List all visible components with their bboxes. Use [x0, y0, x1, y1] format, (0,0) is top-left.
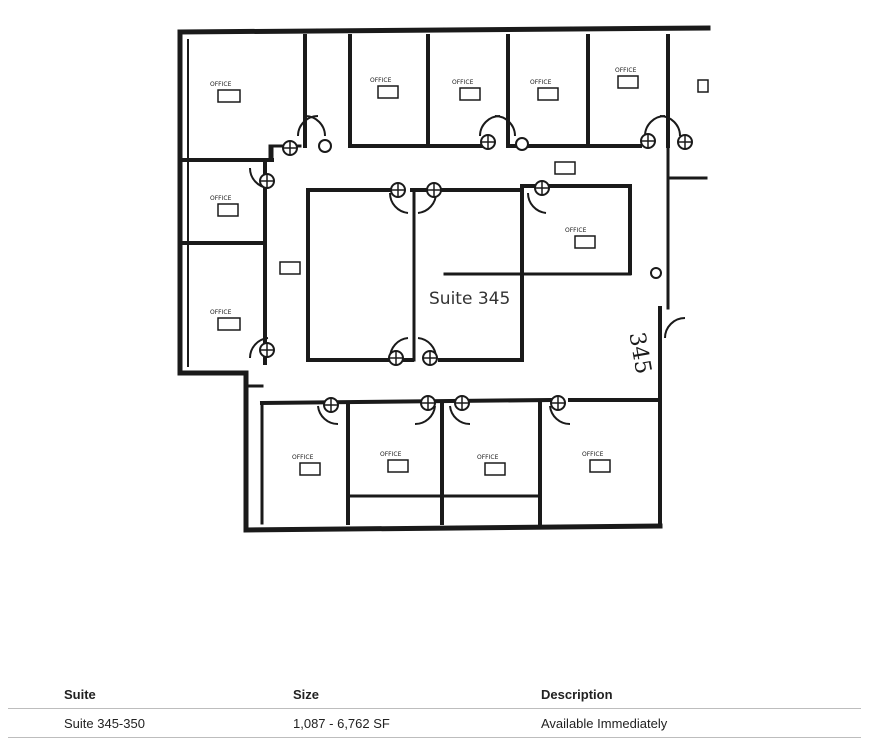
availability-table: Suite Size Description Suite 345-350 1,0… — [8, 680, 861, 738]
table-row: Suite 345-350 1,087 - 6,762 SF Available… — [8, 709, 861, 738]
outer-wall — [177, 29, 663, 533]
cell-description: Available Immediately — [541, 716, 668, 731]
room-tag: OFFICE — [477, 454, 499, 461]
suite-label: Suite 345 — [426, 288, 514, 310]
room-tag: OFFICE — [292, 454, 314, 461]
room-tag: OFFICE — [582, 451, 604, 458]
cell-size: 1,087 - 6,762 SF — [293, 716, 390, 731]
handwritten-suite-number: 345 — [623, 330, 655, 376]
room-tag: OFFICE — [370, 77, 392, 84]
header-description: Description — [541, 687, 613, 702]
floor-plan-drawing: OFFICE OFFICE OFFICE OFFICE OFFICE OFFIC… — [177, 25, 711, 533]
room-tag: OFFICE — [210, 81, 232, 88]
room-tag: OFFICE — [530, 79, 552, 86]
outer-wall — [177, 25, 711, 35]
room-tag: OFFICE — [210, 195, 232, 202]
room-tag: OFFICE — [452, 79, 474, 86]
header-size: Size — [293, 687, 320, 702]
header-suite: Suite — [64, 687, 96, 702]
table-header-row: Suite Size Description — [8, 680, 861, 709]
room-tag: OFFICE — [565, 227, 587, 234]
room-tag: OFFICE — [380, 451, 402, 458]
room-tag: OFFICE — [210, 309, 232, 316]
floor-plan: OFFICE OFFICE OFFICE OFFICE OFFICE OFFIC… — [150, 18, 720, 538]
cell-suite: Suite 345-350 — [64, 716, 145, 731]
room-tag: OFFICE — [615, 67, 637, 74]
